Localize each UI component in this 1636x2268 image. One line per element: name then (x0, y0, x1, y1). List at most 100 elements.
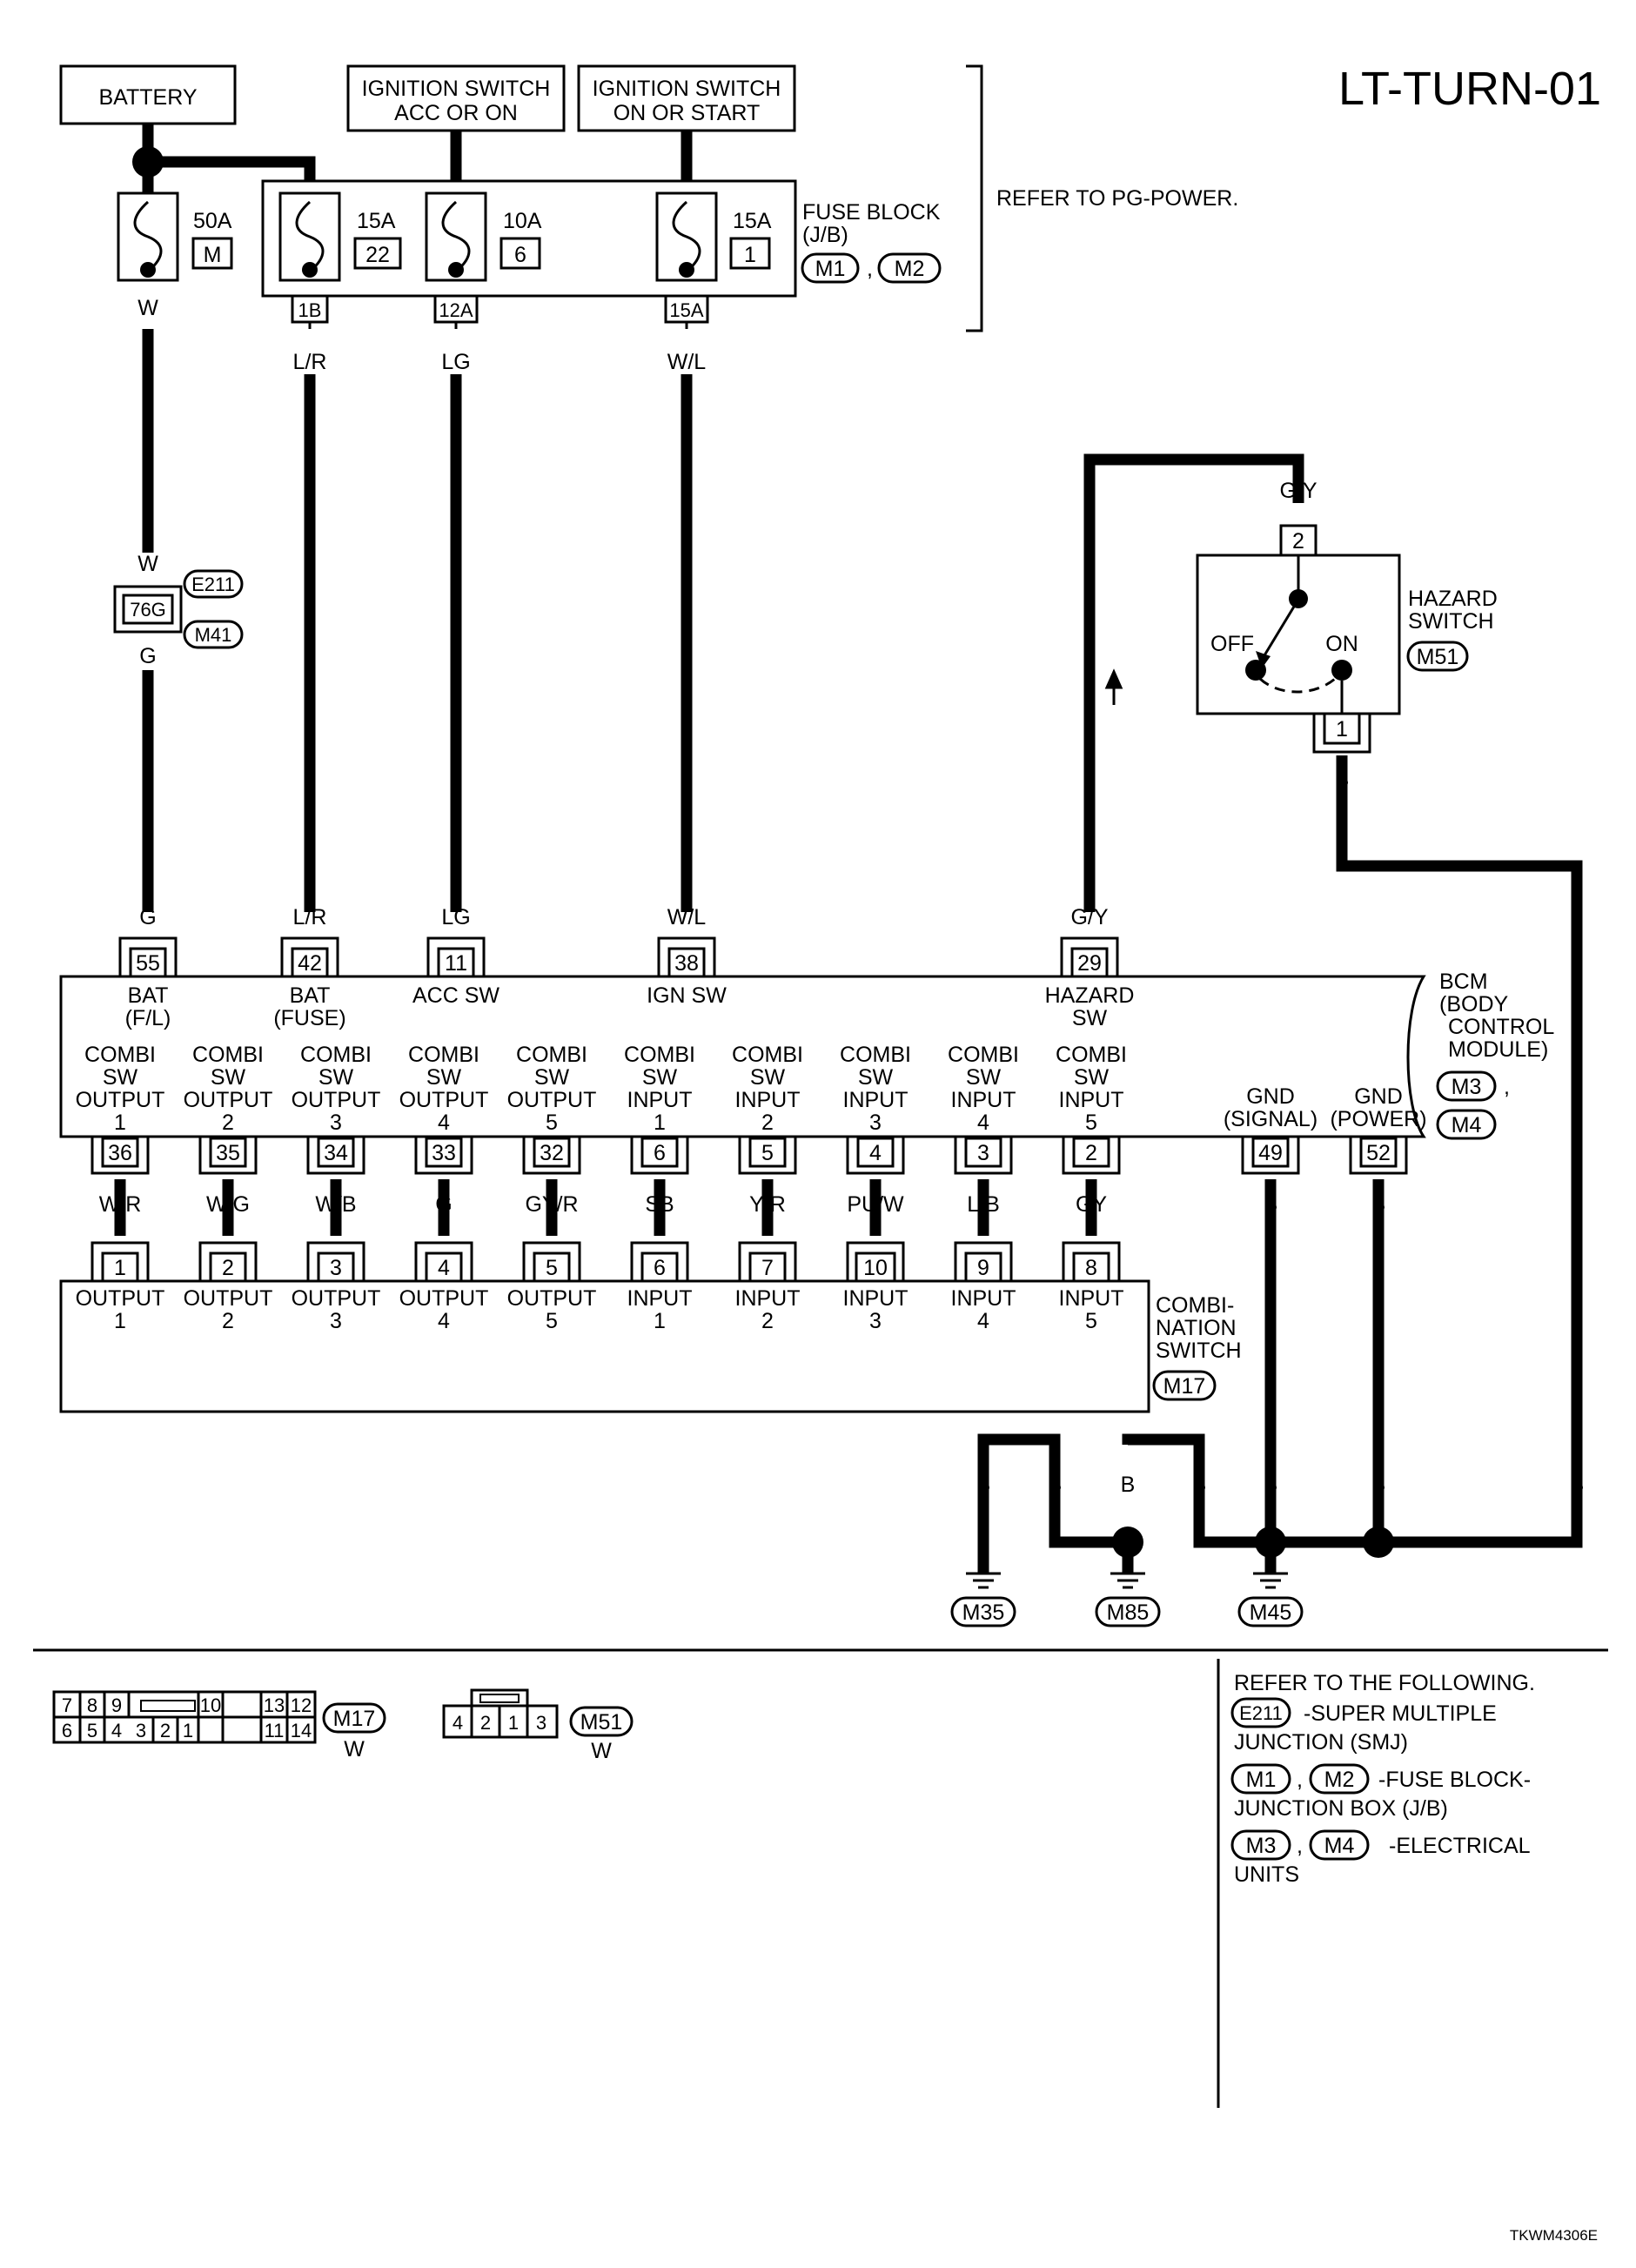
svg-text:INPUT: INPUT (843, 1088, 909, 1112)
svg-text:4: 4 (438, 1256, 450, 1280)
svg-text:COMBI: COMBI (948, 1043, 1019, 1067)
svg-text:1: 1 (654, 1309, 666, 1333)
bcm-pin-55: 55 (118, 936, 178, 978)
svg-text:W/G: W/G (206, 1192, 250, 1217)
svg-text:OUTPUT: OUTPUT (184, 1088, 273, 1112)
svg-text:COMBI: COMBI (84, 1043, 156, 1067)
svg-text:B: B (1121, 1473, 1136, 1497)
svg-text:7: 7 (62, 1694, 72, 1716)
svg-text:2: 2 (222, 1111, 234, 1135)
svg-text:4: 4 (111, 1720, 122, 1741)
combi-terminals: 1 2 3 4 5 6 7 10 9 8 (91, 1241, 1121, 1283)
svg-text:49: 49 (1258, 1141, 1283, 1165)
svg-text:GY: GY (1076, 1192, 1107, 1217)
svg-text:B: B (1264, 1473, 1278, 1497)
svg-text:32: 32 (540, 1141, 564, 1165)
conn-sep-1: , (867, 257, 873, 281)
svg-text:-ELECTRICAL: -ELECTRICAL (1389, 1834, 1531, 1858)
svg-text:42: 42 (298, 951, 322, 976)
svg-text:5: 5 (1085, 1309, 1097, 1333)
page-title: LT-TURN-01 (1338, 63, 1601, 115)
svg-text:INPUT: INPUT (627, 1286, 693, 1311)
svg-text:OUTPUT: OUTPUT (184, 1286, 273, 1311)
svg-text:5: 5 (761, 1141, 774, 1165)
hazard-off: OFF (1210, 632, 1254, 656)
svg-text:2: 2 (761, 1111, 774, 1135)
svg-text:2: 2 (222, 1309, 234, 1333)
svg-text:MODULE): MODULE) (1448, 1037, 1548, 1062)
svg-text:Y/R: Y/R (749, 1192, 786, 1217)
ref-m4: M4 (1324, 1834, 1355, 1858)
svg-text:11: 11 (445, 951, 467, 976)
fuse-num-6: 6 (514, 243, 526, 267)
ref-m3: M3 (1246, 1834, 1277, 1858)
svg-text:4: 4 (438, 1111, 450, 1135)
svg-text:COMBI: COMBI (300, 1043, 372, 1067)
svg-text:COMBI: COMBI (516, 1043, 587, 1067)
svg-text:OUTPUT: OUTPUT (292, 1286, 381, 1311)
svg-text:SW: SW (1074, 1065, 1110, 1090)
svg-text:JUNCTION BOX (J/B): JUNCTION BOX (J/B) (1234, 1796, 1448, 1821)
svg-text:INPUT: INPUT (951, 1088, 1016, 1112)
bcm-top-pin-names: BAT (F/L) BAT (FUSE) ACC SW IGN SW HAZAR… (125, 983, 1135, 1030)
svg-text:34: 34 (324, 1141, 348, 1165)
fuse-block-connector-tags: M1 , M2 (801, 252, 942, 284)
fuse-term-12a: 12A (439, 299, 473, 321)
ign-acc-label-1: IGNITION SWITCH (362, 77, 551, 101)
svg-text:OUTPUT: OUTPUT (507, 1088, 597, 1112)
svg-text:W/R: W/R (99, 1192, 142, 1217)
svg-text:GY/R: GY/R (525, 1192, 578, 1217)
ref-e211: E211 (1239, 1702, 1283, 1724)
svg-text:(BODY: (BODY (1439, 992, 1509, 1017)
svg-text:BAT: BAT (290, 983, 331, 1008)
ground-splice-dot-3 (1363, 1527, 1394, 1558)
svg-text:(POWER): (POWER) (1330, 1107, 1426, 1131)
bcm-wire-label: G/Y (1070, 905, 1108, 929)
svg-text:2: 2 (222, 1256, 234, 1280)
svg-text:6: 6 (62, 1720, 72, 1741)
fuse-term-15a: 15A (669, 299, 703, 321)
bcm-wire-label: G (139, 905, 156, 929)
ground-splice-dot-1 (1112, 1527, 1143, 1558)
svg-text:4: 4 (977, 1309, 989, 1333)
svg-text:SW: SW (318, 1065, 354, 1090)
svg-text:CONTROL: CONTROL (1448, 1015, 1554, 1039)
bcm-bottom-pin-names: COMBI SW OUTPUT 1 COMBI SW OUTPUT 2 COMB… (76, 1043, 1427, 1135)
conn-m2: M2 (895, 257, 925, 281)
reference-heading: REFER TO THE FOLLOWING. (1234, 1671, 1535, 1695)
svg-text:SW: SW (534, 1065, 570, 1090)
view-m17-id: M17 (333, 1707, 376, 1731)
flow-arrow (1104, 668, 1123, 705)
battery-box: BATTERY (59, 64, 237, 125)
svg-text:3: 3 (330, 1111, 342, 1135)
svg-text:3: 3 (330, 1309, 342, 1333)
svg-text:4: 4 (438, 1309, 450, 1333)
svg-text:6: 6 (654, 1256, 666, 1280)
svg-text:8: 8 (87, 1694, 97, 1716)
svg-text:2: 2 (1085, 1141, 1097, 1165)
conn-m51: M51 (1417, 645, 1459, 669)
svg-text:NATION: NATION (1156, 1316, 1237, 1340)
svg-text:BAT: BAT (128, 983, 169, 1008)
svg-text:(FUSE): (FUSE) (273, 1006, 345, 1030)
hazard-pin-1: 1 (1336, 717, 1348, 741)
svg-text:OUTPUT: OUTPUT (76, 1088, 165, 1112)
bcm-wire-label: W/L (667, 905, 707, 929)
svg-text:OUTPUT: OUTPUT (76, 1286, 165, 1311)
svg-text:9: 9 (111, 1694, 122, 1716)
view-m51-id: M51 (580, 1710, 623, 1735)
m51-connector-face: 4 2 1 3 M51 W (442, 1688, 634, 1763)
svg-text:3: 3 (977, 1141, 989, 1165)
conn-e211: E211 (191, 574, 235, 595)
svg-text:INPUT: INPUT (735, 1286, 801, 1311)
svg-text:B: B (1570, 1473, 1585, 1497)
ignition-acc-box: IGNITION SWITCH ACC OR ON (346, 64, 566, 132)
svg-text:2: 2 (480, 1712, 491, 1734)
joint-terminal: 76G (130, 599, 166, 621)
svg-text:OUTPUT: OUTPUT (292, 1088, 381, 1112)
wire-gy-label-hazard: G/Y (1279, 479, 1317, 503)
ground-m45: M45 (1250, 1600, 1292, 1625)
hazard-on: ON (1325, 632, 1358, 656)
svg-text:7: 7 (761, 1256, 774, 1280)
svg-text:-SUPER MULTIPLE: -SUPER MULTIPLE (1304, 1701, 1497, 1726)
